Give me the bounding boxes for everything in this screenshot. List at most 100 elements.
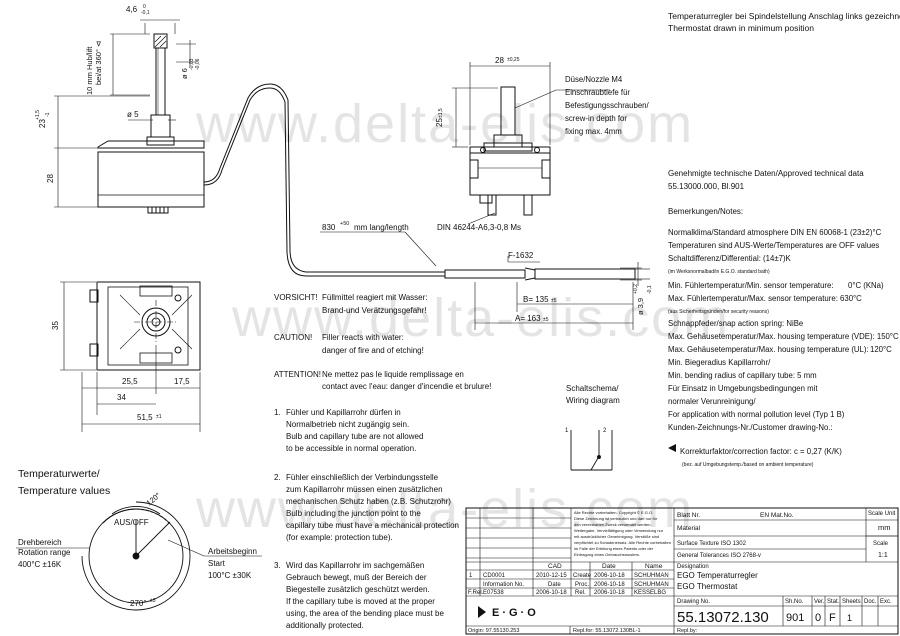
watermark-2: www.delta-elis.com — [231, 288, 730, 348]
replaced-by-label: Repl.by: — [677, 628, 698, 634]
sheet-no: 901 — [786, 612, 804, 624]
dim-4-6: 4,6 — [126, 5, 138, 14]
note-3-line-6: additionally protected. — [286, 621, 364, 630]
note-3-line-4: If the capillary tube is moved at the pr… — [286, 597, 435, 606]
correction-arrow-icon — [668, 444, 676, 452]
dim-23: 23 — [38, 119, 47, 128]
dim-28-height: 28 — [46, 174, 55, 183]
warning-attention-label: ATTENTION! — [274, 370, 321, 379]
header-line-1: Temperaturregler bei Spindelstellung Ans… — [668, 11, 900, 21]
tech-line-3: Bemerkungen/Notes: — [668, 207, 743, 216]
dim-d39: ø 3,9 — [636, 298, 645, 315]
dim-b135-tol: ±5 — [551, 298, 557, 304]
dim-28-top: 28 — [495, 56, 504, 65]
tech-line-7-value: 0°C (KNa) — [848, 281, 884, 290]
tech-line-14: Für Einsatz in Umgebungsbedingungen mit — [668, 384, 818, 393]
dim-17-5: 17,5 — [174, 377, 190, 386]
frel-label: F.Rel. — [468, 590, 484, 596]
warning-vorsicht-text-1: Füllmittel reagiert mit Wasser: — [322, 293, 428, 302]
create-label: Create — [573, 573, 592, 579]
surface-texture-label: Surface Texture ISO 1302 — [677, 541, 747, 547]
proc-name: SCHUHMAN — [634, 582, 669, 588]
dim-angle: bei/at 360° ⊲ — [94, 41, 103, 85]
dim-35: 35 — [51, 321, 60, 330]
ego-logo: E·G·O — [478, 606, 536, 619]
tech-line-5: Temperaturen sind AUS-Werte/Temperatures… — [668, 241, 879, 250]
note-2-line-3: mechanischen Schutz haben (z.B. Schutzro… — [286, 497, 451, 506]
dim-d6-tol-bot: -0,06 — [195, 58, 201, 70]
note-3-line-3: Biegestelle zusätzlich geschützt werden. — [286, 585, 430, 594]
title-block — [465, 507, 899, 635]
ego-logo-triangle-icon — [478, 606, 486, 618]
dim-25: 25 — [435, 118, 444, 127]
dim-4-6-tol-top: 0 — [143, 4, 146, 10]
temp-aus-off: AUS/OFF — [114, 518, 149, 527]
warning-caution-text-2: danger of fire and of etching! — [322, 346, 424, 355]
version-value: 0 — [815, 612, 821, 624]
status-value: F — [829, 612, 836, 624]
copyright-line-4: Weitergabe, Vervielfältigung oder Verwen… — [574, 528, 664, 533]
dim-4-6-tol-bot: -0,1 — [141, 10, 150, 16]
dim-hub: 10 mm Hub/lift — [85, 46, 94, 95]
din-label: DIN 46244-A6,3-0,8 Ms — [437, 223, 521, 232]
note-2-line-1: Fühler einschließlich der Verbindungsste… — [286, 473, 439, 482]
tech-line-8b: (aus Sicherheitsgründen/for security rea… — [668, 309, 769, 315]
tech-line-12: Min. Biegeradius Kapillarrohr/ — [668, 358, 771, 367]
technical-data: Genehmigte technische Daten/Approved tec… — [668, 169, 899, 468]
tech-line-2: 55.13000.000, Bl.901 — [668, 182, 745, 191]
warning-vorsicht-label: VORSICHT! — [274, 293, 318, 302]
note-1-number: 1. — [274, 408, 281, 417]
rev-1-change: CD0001 — [483, 573, 506, 579]
dim-f1632: F-1632 — [508, 251, 534, 260]
wiring-diagram — [570, 430, 613, 471]
general-tolerances-label: General Tolerances ISO 2768-v — [677, 553, 761, 559]
top-view — [89, 281, 201, 371]
note-1-line-4: to be accessible in normal operation. — [286, 444, 416, 453]
copyright-line-8: Eintragung eines Gebrauchsmusters. — [574, 552, 640, 557]
copyright-line-3: den vereinbarten Zweck verwendet werden. — [574, 522, 652, 527]
dim-830-rest: mm lang/length — [354, 223, 409, 232]
side-view-dimensions — [54, 19, 196, 208]
tech-line-18: Korrekturfaktor/correction factor: c = 0… — [680, 447, 842, 456]
scale-label: Scale — [873, 541, 889, 547]
name-header: Name — [645, 563, 663, 570]
wiring-title-2: Wiring diagram — [566, 396, 620, 405]
dim-a163-tol: ±5 — [543, 317, 549, 323]
copyright-line-7: im Falle der Erteilung eines Patents ode… — [574, 546, 654, 551]
scale-value: 1:1 — [878, 552, 888, 559]
tech-line-16: For application with normal pollution le… — [668, 410, 845, 419]
version-header: Ver. — [814, 599, 825, 605]
frel-date: 2006-10-18 — [536, 590, 567, 596]
sheets-value: 1 — [847, 613, 852, 623]
copyright-line-5: mit ausdrücklicher Genehmigung. Verstöße… — [574, 534, 659, 539]
wiring-title-1: Schaltschema/ — [566, 384, 619, 393]
copyright-line-2: Diese Zeichnung ist vertraulich und darf… — [574, 516, 658, 521]
notes: 1. Fühler und Kapillarrohr dürfen in Nor… — [274, 408, 459, 630]
tech-line-13: Min. bending radius of capillary tube: 5… — [668, 371, 817, 380]
sensor-bulb — [444, 267, 650, 281]
rel-label: Rel. — [575, 590, 586, 596]
temp-angle-270-tol: ±3 — [150, 598, 156, 604]
tech-line-9: Schnappfeder/snap action spring: NiBe — [668, 319, 803, 328]
wiring-terminal-1: 1 — [565, 428, 569, 434]
temp-rotation-2: Rotation range — [18, 548, 71, 557]
tech-line-18b: (bez. auf Umgebungstemp./based on ambien… — [682, 462, 814, 468]
rel-name: KESSELBG — [634, 590, 666, 596]
rev-1-date: 2010-12-15 — [536, 573, 567, 579]
note-2-line-4: Bulb including the junction point to the — [286, 509, 421, 518]
warning-attention-text-1: Ne mettez pas le liquide remplissage en — [322, 370, 464, 379]
copyright-line-6: verpflichtet zu Schadenersatz. Alle Rech… — [574, 540, 671, 545]
note-3-line-2: Gebrauch bewegt, muß der Bereich der — [286, 573, 427, 582]
note-3-line-1: Wird das Kapillarrohr im sachgemäßen — [286, 561, 424, 570]
tech-line-15: normaler Verunreinigung/ — [668, 397, 756, 406]
proc-label: Proc. — [575, 582, 589, 588]
date-header: Date — [602, 563, 616, 570]
dim-d39-tol-top: +0,2 — [633, 284, 639, 294]
front-view-dimensions — [452, 62, 557, 225]
cad-label: CAD — [548, 563, 562, 570]
doc-header: Doc. — [864, 599, 877, 605]
warning-caution-label: CAUTION! — [274, 333, 312, 342]
information-no-header: Information No. — [483, 582, 524, 588]
dim-51-5-tol: ±1 — [156, 414, 162, 420]
dim-d39-tol-bot: -0,1 — [647, 285, 653, 294]
